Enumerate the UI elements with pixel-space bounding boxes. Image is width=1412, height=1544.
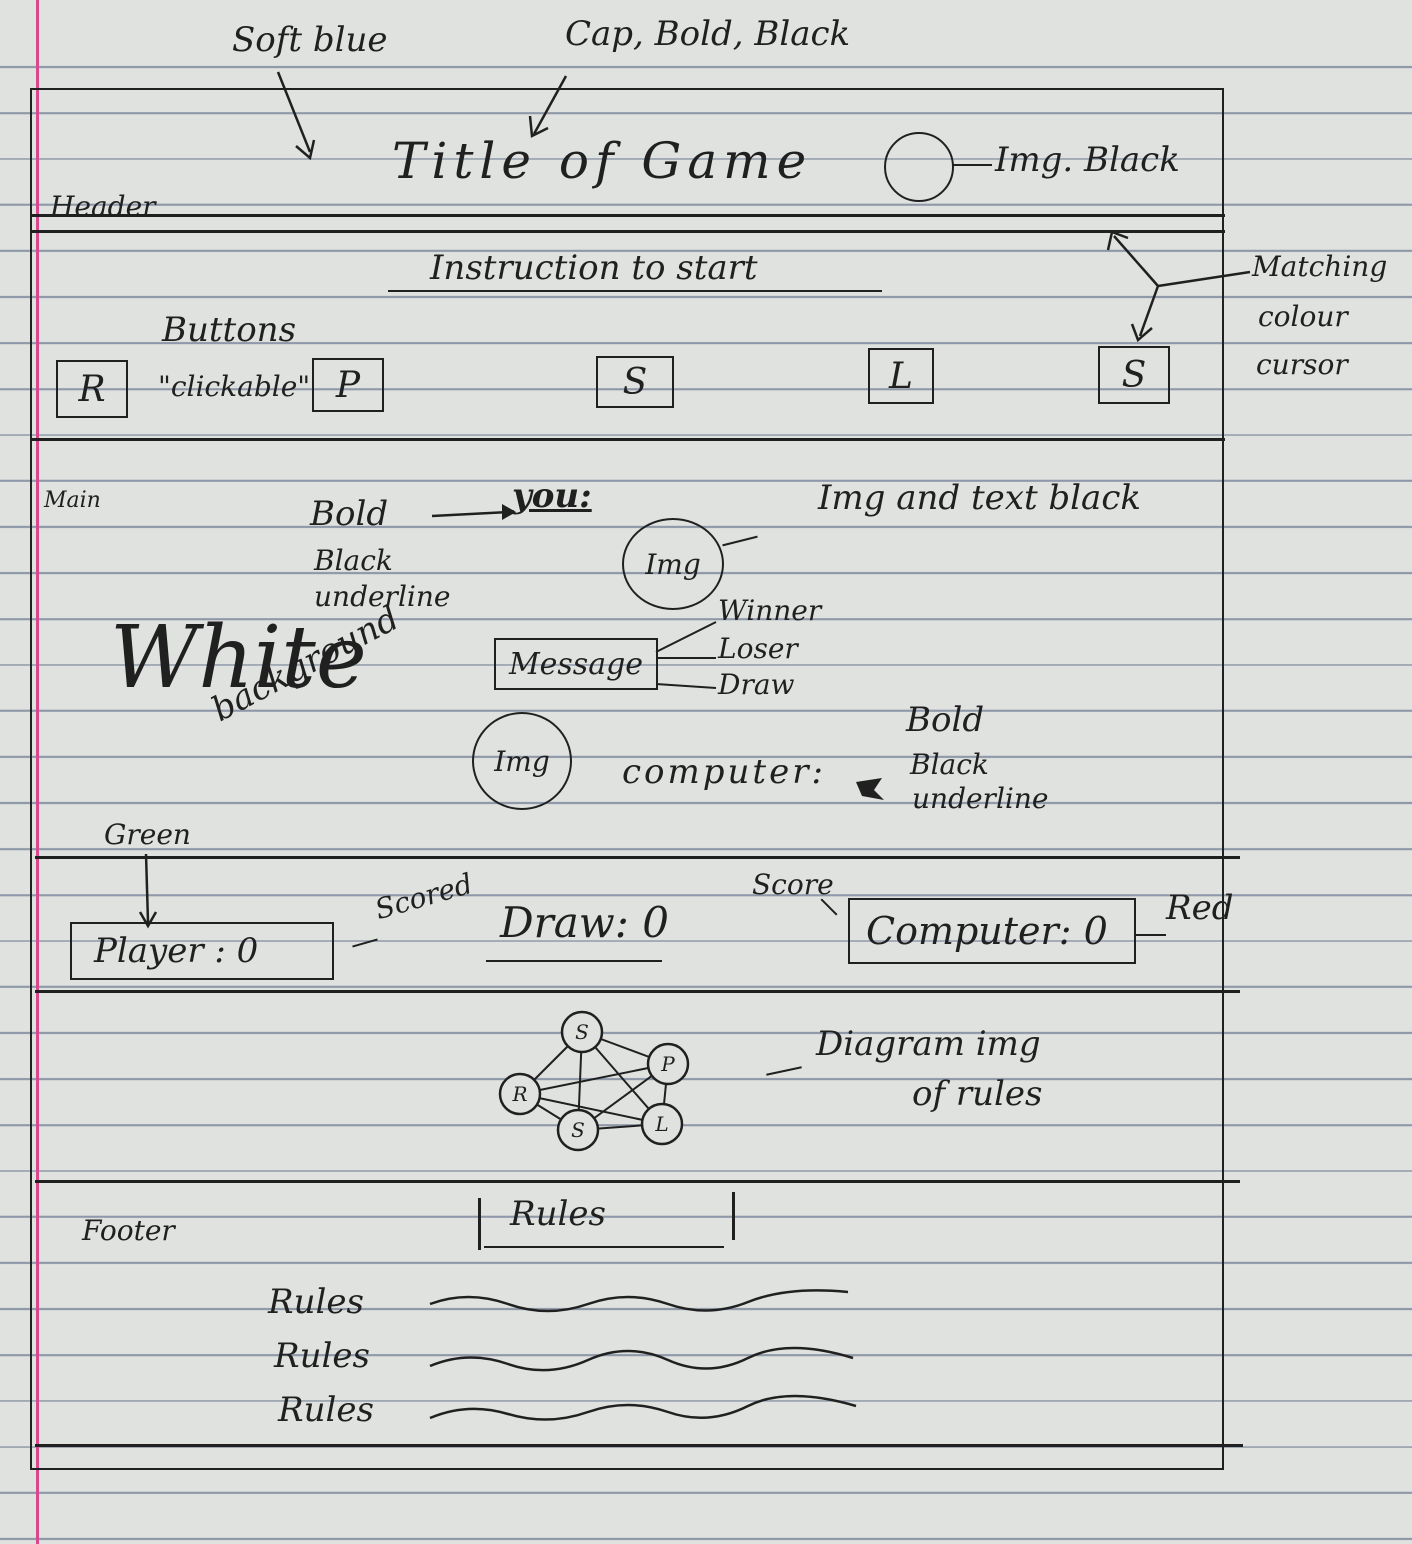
buttons-annotation: Buttons bbox=[162, 310, 297, 350]
bold-note-top-2: Black bbox=[314, 544, 393, 577]
instruction-underline bbox=[388, 290, 882, 292]
computer-score-pointer bbox=[1136, 934, 1166, 936]
diagram-node-rock bbox=[498, 1072, 542, 1116]
bold-note-arrow-bottom bbox=[856, 778, 884, 800]
player-score-box: Player : 0 bbox=[70, 922, 334, 980]
draw-score-underline bbox=[486, 960, 662, 962]
scores-divider bbox=[35, 990, 1240, 993]
cap-bold-black-annotation: Cap, Bold, Black bbox=[565, 14, 851, 54]
bold-note-top-3: underline bbox=[314, 580, 451, 613]
start-instruction: Instruction to start bbox=[430, 248, 758, 288]
rules-heading-bracket-right bbox=[732, 1192, 735, 1240]
matching-annotation-line2: colour bbox=[1258, 300, 1348, 333]
message-option-winner: Winner bbox=[718, 594, 822, 627]
score-annotation: Score bbox=[752, 868, 834, 901]
soft-blue-annotation: Soft blue bbox=[232, 20, 388, 60]
computer-choice-image: Img bbox=[472, 712, 572, 810]
bold-note-bottom-2: Black bbox=[910, 748, 989, 781]
header-label: Header bbox=[50, 190, 156, 223]
rule-line-3-squiggle bbox=[429, 1394, 857, 1421]
bold-note-arrow-top bbox=[431, 504, 516, 520]
clickable-annotation: "clickable" bbox=[158, 370, 311, 403]
diagram-node-spock bbox=[560, 1010, 604, 1054]
soft-blue-arrow bbox=[276, 71, 316, 161]
game-title: Title of Game bbox=[392, 132, 813, 190]
result-message-label: Message bbox=[508, 646, 644, 682]
red-annotation: Red bbox=[1166, 888, 1234, 928]
result-message-box: Message bbox=[494, 638, 658, 690]
diagram-annotation-line1: Diagram img bbox=[816, 1024, 1041, 1064]
rule-line-1-squiggle bbox=[429, 1289, 849, 1313]
message-option-loser: Loser bbox=[718, 632, 798, 665]
paper-button[interactable]: P bbox=[312, 358, 384, 412]
green-annotation-arrow bbox=[138, 853, 158, 929]
rule-line-3-label: Rules bbox=[278, 1390, 374, 1430]
bold-note-bottom-3: underline bbox=[912, 782, 1049, 815]
message-option-draw: Draw bbox=[718, 668, 795, 701]
player-choice-image-label: Img bbox=[645, 547, 701, 581]
diagram-node-label-2: R bbox=[511, 1082, 527, 1106]
green-annotation: Green bbox=[104, 818, 191, 851]
diagram-divider bbox=[35, 1180, 1240, 1183]
img-text-black-annotation: Img and text black bbox=[818, 478, 1141, 518]
matching-cursor-arrows bbox=[1106, 230, 1251, 343]
player-choice-image: Img bbox=[622, 518, 724, 610]
footer-bottom-line bbox=[35, 1444, 1243, 1447]
computer-score-label: Computer: 0 bbox=[866, 909, 1108, 953]
rock-button[interactable]: R bbox=[56, 360, 128, 418]
rules-heading: Rules bbox=[510, 1194, 606, 1234]
diagram-node-paper bbox=[646, 1042, 690, 1086]
computer-score-box: Computer: 0 bbox=[848, 898, 1136, 964]
diagram-node-lizard bbox=[640, 1102, 684, 1146]
notebook-margin-line bbox=[36, 0, 39, 1544]
diagram-node-label-0: S bbox=[575, 1020, 589, 1044]
you-label: you: bbox=[512, 476, 592, 516]
footer-label: Footer bbox=[82, 1214, 175, 1247]
header-logo-icon bbox=[884, 132, 954, 202]
header-bottom-divider bbox=[30, 230, 1225, 233]
cap-bold-arrow bbox=[528, 75, 568, 138]
diagram-node-label-3: L bbox=[654, 1112, 668, 1136]
page-frame bbox=[30, 88, 1224, 1470]
controls-divider bbox=[30, 438, 1225, 441]
diagram-node-label-1: P bbox=[660, 1052, 675, 1076]
computer-choice-image-label: Img bbox=[494, 744, 550, 778]
rule-line-2-label: Rules bbox=[274, 1336, 370, 1376]
rules-heading-underline bbox=[484, 1246, 724, 1248]
diagram-annotation-line2: of rules bbox=[912, 1074, 1043, 1114]
rule-line-2-squiggle bbox=[429, 1346, 854, 1372]
rule-line-1-label: Rules bbox=[268, 1282, 364, 1322]
img-black-annotation: Img. Black bbox=[995, 140, 1180, 180]
bold-note-bottom-1: Bold bbox=[906, 700, 985, 740]
main-label: Main bbox=[44, 488, 101, 513]
spock-button[interactable]: S bbox=[1098, 346, 1170, 404]
header-divider bbox=[30, 214, 1225, 217]
player-score-label: Player : 0 bbox=[94, 931, 259, 971]
main-divider bbox=[35, 856, 1240, 859]
scissors-button[interactable]: S bbox=[596, 356, 674, 408]
bold-note-top-1: Bold bbox=[310, 494, 389, 534]
rules-diagram: S P R L S bbox=[498, 1010, 690, 1152]
matching-annotation-line3: cursor bbox=[1256, 348, 1348, 381]
diagram-node-scissors bbox=[556, 1108, 600, 1152]
message-option-lines bbox=[655, 621, 717, 689]
diagram-node-label-4: S bbox=[571, 1118, 585, 1142]
lizard-button[interactable]: L bbox=[868, 348, 934, 404]
computer-label: computer: bbox=[622, 752, 826, 792]
rules-heading-bracket-left bbox=[478, 1198, 481, 1250]
draw-score-label: Draw: 0 bbox=[500, 898, 669, 947]
matching-annotation-line1: Matching bbox=[1252, 250, 1388, 283]
white-background-annotation-1: White bbox=[110, 608, 367, 708]
header-logo-pointer bbox=[952, 164, 992, 166]
